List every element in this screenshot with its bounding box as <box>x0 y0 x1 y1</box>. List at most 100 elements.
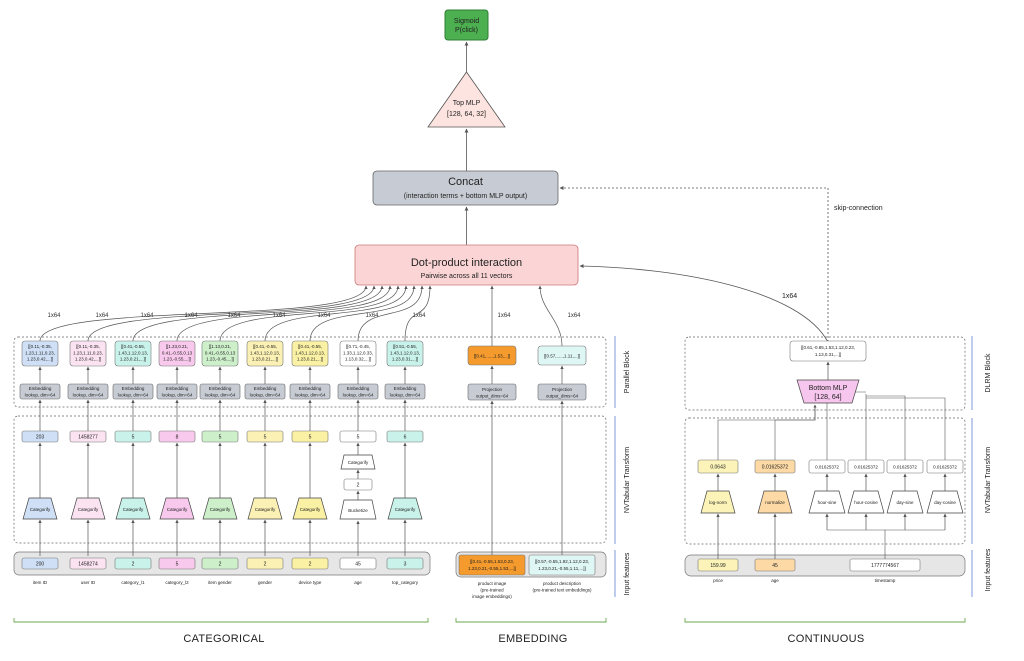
dim-label: 1x64 <box>272 313 286 319</box>
projected-vector-text: [[0.57,.....,1.11,...]] <box>544 354 580 359</box>
dim-label: 1x64 <box>227 313 241 319</box>
pretrained-input-text: 1.23,0.21,-0.55,1.11,...]] <box>538 566 585 571</box>
categorify-op <box>340 454 376 470</box>
pretrained-feature-name: image embeddings) <box>472 594 512 599</box>
bottom-mlp-output-box <box>789 340 867 362</box>
time-op <box>847 490 885 514</box>
dim-label: 1x64 <box>95 313 109 319</box>
pretrained-feature-name: (pre-trained text embeddings) <box>532 588 592 593</box>
embedding-vector-text: [[0.51,-0.55, <box>393 344 417 349</box>
embedding-vector-text: 1.23,-0.55,...]] <box>163 357 191 362</box>
continuous-op <box>757 490 793 514</box>
skip-connection-label: skip-connection <box>834 205 883 212</box>
interaction-arrow <box>87 285 376 342</box>
feature-name: gender <box>258 580 273 585</box>
interaction-arrow <box>39 285 368 342</box>
timestamp-input-value: 1777774567 <box>871 563 899 569</box>
feature-name: category_l1 <box>121 580 145 585</box>
feature-name: device type <box>299 580 322 585</box>
embedding-vector-text: [[0.71,-0.45, <box>346 344 370 349</box>
nvtabular-label-left: NVTabular Transform <box>624 447 631 513</box>
feature-name: category_l2 <box>165 580 189 585</box>
time-op <box>886 490 924 514</box>
embedding-vector-text: [[0.41,-0.55, <box>253 344 277 349</box>
pretrained-feature-name: (pre-trained <box>480 588 504 593</box>
interaction-arrow <box>264 285 408 342</box>
embedding-vector-text: 0.41,-0.55,0.13 <box>162 350 193 355</box>
feature-name: age <box>354 580 362 585</box>
dim-label: 1x64 <box>47 313 61 319</box>
embedding-vector-text: 1.23,0.31,...]] <box>392 357 418 362</box>
pretrained-input-box <box>458 554 526 576</box>
categorify-label: Categorify <box>210 507 231 512</box>
input-value-box <box>158 557 196 570</box>
embedding-lookup-label: Embedding <box>347 386 370 391</box>
embedding-vector-text: [[1.13,0.21, <box>209 344 232 349</box>
parallel-block-label: Parallel Block <box>624 350 631 393</box>
categorify-op <box>22 497 58 520</box>
bottom-mlp-output-text: 1.13,0.31,...]] <box>815 352 841 357</box>
categorify-op <box>70 497 106 520</box>
pretrained-feature-name: product image <box>478 581 507 586</box>
bottom-mlp-sublabel: [128, 64] <box>814 394 841 401</box>
embedding-lookup-label: Embedding <box>122 386 145 391</box>
feature-name: top_category <box>392 580 419 585</box>
pretrained-input-text: [[0.41,-0.55,1.53,0.23, <box>470 559 514 564</box>
categorify-label: Categorify <box>167 507 188 512</box>
continuous-op-label: normalize <box>765 500 785 505</box>
categorify-op <box>292 497 328 520</box>
pretrained-input-text: [[0.57,-0.55,1.92,1.12,0.23, <box>535 559 589 564</box>
embedding-vector-text: 1.23,-0.45,...]] <box>206 357 234 362</box>
embedding-lookup-dim: lookup, dim=64 <box>205 393 236 398</box>
feature-name: user ID <box>81 580 96 585</box>
projected-vector-text: [[0.41,.....,1.53,...]] <box>474 354 510 359</box>
mlp-input-arrow <box>866 395 906 460</box>
top-mlp-sublabel: [128, 64, 32] <box>447 111 486 118</box>
skip-connection-arrow <box>559 186 829 342</box>
nvtabular-block-right <box>684 417 966 545</box>
categorified-value: 5 <box>219 435 222 441</box>
interaction-arrow <box>538 285 563 347</box>
categorify-label: Categorify <box>78 507 99 512</box>
categorified-value: 5 <box>132 435 135 441</box>
feature-name: item gender <box>208 580 232 585</box>
projection-label: Projection <box>552 387 573 392</box>
categorify-op <box>247 497 283 520</box>
time-output-value: 0.01625372 <box>815 465 839 470</box>
categorify-label: Categorify <box>348 460 369 465</box>
categorified-value: 6 <box>404 435 407 441</box>
categorified-value: 5 <box>357 435 360 441</box>
embedding-lookup-label: Embedding <box>299 386 322 391</box>
dlrm-block-label: DLRM Block <box>985 353 992 392</box>
input-value-box <box>291 557 329 570</box>
embedding-vector-text: 1.23,0.42,...]] <box>27 357 53 362</box>
input-value: 200 <box>36 562 45 568</box>
interaction-arrow <box>404 285 432 342</box>
time-op <box>926 490 964 514</box>
interaction-arrow <box>357 285 424 342</box>
time-op-label: day-cosine <box>934 500 956 505</box>
projection-dims: output_dims=64 <box>476 394 509 399</box>
interaction-arrow <box>176 285 392 342</box>
input-value-box <box>201 557 239 570</box>
categorified-value: 203 <box>36 435 45 441</box>
dot-product-title: Dot-product interaction <box>411 257 522 269</box>
time-op-label: hour-sine <box>818 500 837 505</box>
continuous-input-value: 45 <box>772 563 778 569</box>
section-embedding: EMBEDDING <box>498 633 567 645</box>
section-categorical: CATEGORICAL <box>183 633 264 645</box>
section-continuous: CONTINUOUS <box>788 633 865 645</box>
embedding-lookup-dim: lookup, dim=64 <box>250 393 281 398</box>
embedding-vector-text: [[1.23,0.21, <box>166 344 189 349</box>
time-op <box>808 490 846 514</box>
embedding-vector-text: 1.43,1.12,0.13, <box>118 350 148 355</box>
categorify-label: Categorify <box>30 507 51 512</box>
input-value: 2 <box>264 562 267 568</box>
input-value-box <box>21 557 59 570</box>
embedding-vector-text: 1.43,1.12,0.13, <box>295 350 325 355</box>
categorify-op <box>159 497 195 520</box>
embedding-lookup-dim: lookup, dim=64 <box>343 393 374 398</box>
concat-title: Concat <box>448 176 483 188</box>
embedding-lookup-label: Embedding <box>254 386 277 391</box>
embedding-vector-text: 0.41,-0.55,0.13 <box>205 350 236 355</box>
